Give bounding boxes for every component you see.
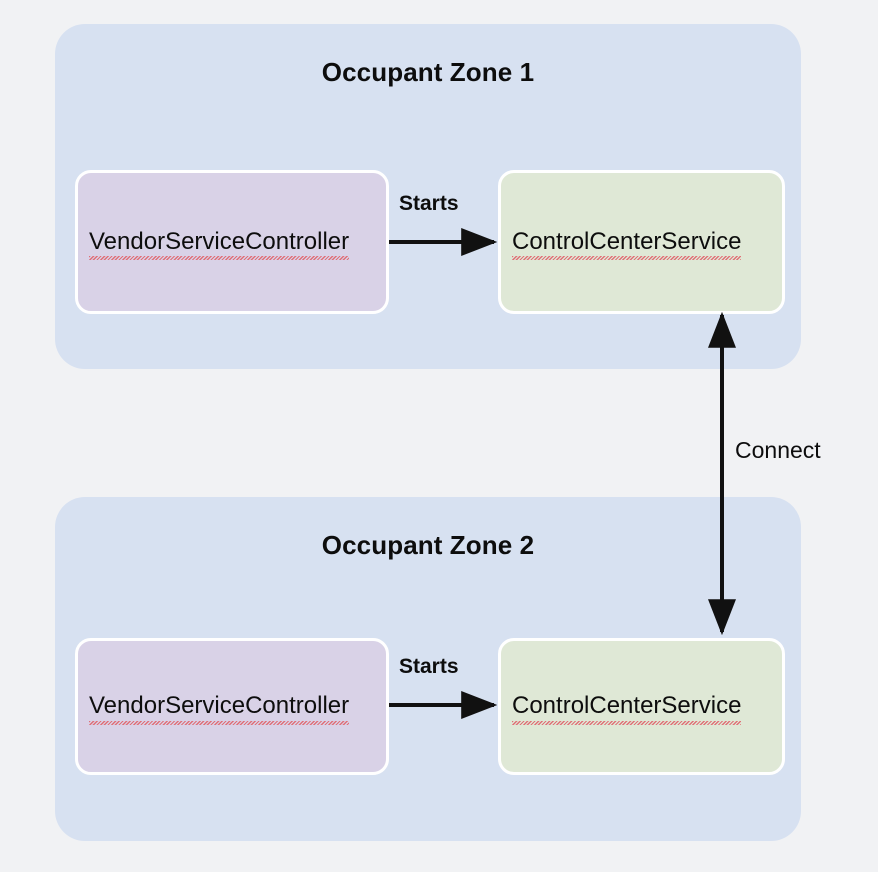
node-control-center-service-zone-1[interactable]: ControlCenterService [498, 170, 785, 314]
edge-starts-zone-2-label: Starts [399, 655, 459, 678]
node-vendor-service-controller-zone-1-label: VendorServiceController [78, 228, 350, 261]
node-vendor-service-controller-zone-2[interactable]: VendorServiceController [75, 638, 389, 775]
occupant-zone-1-title: Occupant Zone 1 [321, 57, 535, 87]
edge-starts-zone-1-label: Starts [399, 192, 459, 215]
node-vendor-service-controller-zone-1[interactable]: VendorServiceController [75, 170, 389, 314]
node-control-center-service-zone-2-label: ControlCenterService [501, 692, 742, 726]
edge-connect-label: Connect [735, 437, 821, 463]
occupant-zone-2-title: Occupant Zone 2 [321, 530, 535, 560]
node-control-center-service-zone-2[interactable]: ControlCenterService [498, 638, 785, 775]
node-control-center-service-zone-1-label: ControlCenterService [501, 228, 742, 261]
node-vendor-service-controller-zone-2-label: VendorServiceController [78, 692, 350, 726]
